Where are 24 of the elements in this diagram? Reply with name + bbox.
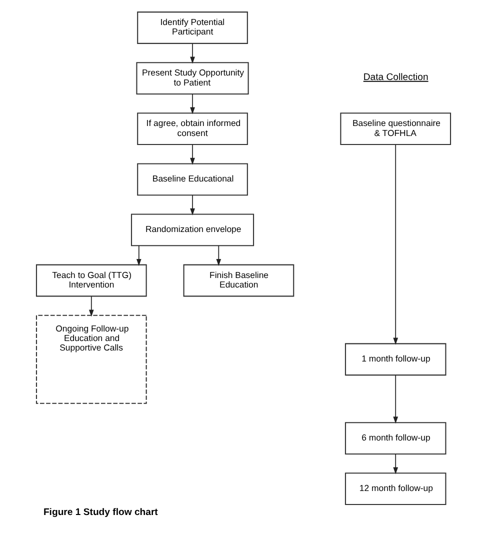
label: Data Collection xyxy=(363,72,428,83)
node-box: Identify Potential Participant xyxy=(137,12,248,44)
arrow xyxy=(393,144,398,345)
arrow xyxy=(88,296,94,317)
arrow xyxy=(393,454,398,474)
node-box: Present Study Opportunity to Patient xyxy=(136,62,249,94)
arrow xyxy=(216,245,222,266)
arrow xyxy=(136,245,142,266)
node-box: Ongoing Follow-up Education and Supportive Calls xyxy=(36,314,147,404)
caption: Figure 1 Study flow chart xyxy=(43,506,158,518)
arrow xyxy=(190,194,195,216)
arrow xyxy=(190,43,195,64)
node-box: Teach to Goal (TTG) Intervention xyxy=(36,264,147,297)
arrow xyxy=(190,94,195,114)
node-box: Baseline Educational xyxy=(137,163,248,196)
node-box: 1 month follow-up xyxy=(344,343,446,376)
node-box: 6 month follow-up xyxy=(344,422,446,454)
node-box: 12 month follow-up xyxy=(344,472,446,506)
node-box: Baseline questionnaire & TOFHLA xyxy=(340,112,452,146)
node-box: Finish Baseline Education xyxy=(183,264,294,297)
arrow xyxy=(393,374,398,424)
node-box: Randomization envelope xyxy=(130,214,254,246)
node-box: If agree, obtain informed consent xyxy=(137,112,248,146)
arrow xyxy=(190,144,195,165)
